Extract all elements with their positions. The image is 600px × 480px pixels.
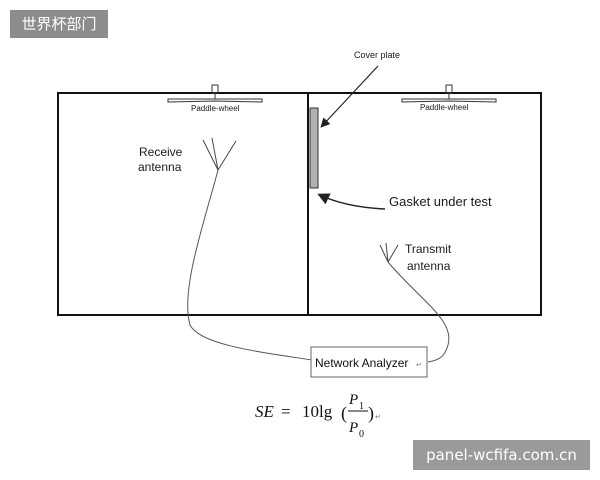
paragraph-mark: ↵ [416,362,422,369]
formula-paren-open: ( [341,403,347,424]
cover-plate-arrow [320,65,379,128]
gasket-arrow [317,193,386,210]
network-analyzer-label: Network Analyzer [315,356,408,370]
receive-antenna-label-line2: antenna [138,160,182,174]
cover-plate-label: Cover plate [354,50,400,60]
transmit-antenna [379,242,399,263]
transmit-antenna-label-line2: antenna [407,259,451,273]
shielding-effectiveness-formula: SE = 10lg ( P 1 P 0 ) ↵ [255,392,381,440]
receive-cable [187,169,313,361]
watermark-top-left: 世界杯部门 [10,10,108,38]
receive-antenna [202,137,237,171]
formula-lhs: SE [255,402,275,421]
cover-plate [309,107,319,189]
formula-equals: = [281,402,291,421]
paddle-wheel-right [401,84,497,103]
network-analyzer-box [310,346,428,378]
paddle-wheel-left-label: Paddle-wheel [191,104,240,113]
gasket-label: Gasket under test [389,194,492,209]
transmit-chamber [307,92,542,316]
formula-numerator-sub: 1 [359,401,364,412]
formula-paren-close: ) [368,403,374,424]
formula-numerator: P [348,392,358,408]
watermark-bottom-right: panel-wcfifa.com.cn [413,440,590,470]
paddle-wheel-right-label: Paddle-wheel [420,103,469,112]
transmit-antenna-label-line1: Transmit [405,242,452,256]
formula-func: 10lg [302,402,333,421]
receive-antenna-label-line1: Receive [139,145,183,159]
receive-chamber [57,92,309,316]
paddle-wheel-left [167,84,263,103]
formula-paragraph-mark: ↵ [375,414,381,421]
transmit-cable [387,261,450,363]
formula-denominator-sub: 0 [359,429,364,440]
formula-denominator: P [348,420,358,436]
